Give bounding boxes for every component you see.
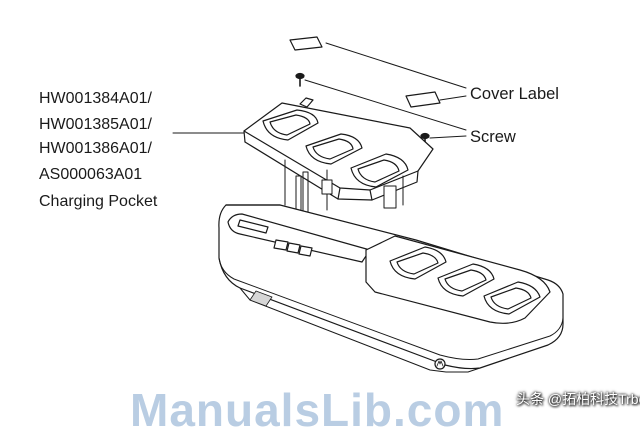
screw-top (295, 72, 305, 87)
watermark: 头条 @拓柏科技Trbow (516, 391, 640, 407)
cover-label-callout: Cover Label (470, 85, 559, 103)
part-number-1: HW001384A01/ (39, 90, 152, 107)
charging-pocket (243, 97, 434, 223)
status-leds (237, 219, 313, 257)
part-number-3: HW001386A01/ (39, 140, 152, 157)
base-charging-slot-3 (483, 281, 541, 315)
pocket-cavity-3 (350, 153, 409, 188)
base-charging-slot-2 (437, 263, 495, 297)
screw-callout: Screw (470, 128, 516, 146)
pocket-contact-pins (284, 159, 404, 223)
base-charging-slot-1 (389, 246, 447, 280)
cover-label-top (289, 36, 323, 51)
part-number-2: HW001385A01/ (39, 116, 152, 133)
pocket-cavity-2 (305, 133, 363, 165)
charger-base (218, 204, 564, 373)
pocket-cavity-1 (262, 109, 319, 141)
leader-lines (172, 42, 467, 139)
charging-pocket-label: Charging Pocket (39, 193, 158, 210)
part-number-4: AS000063A01 (39, 166, 143, 183)
cover-label-bottom (405, 91, 441, 108)
charger-exploded-diagram (172, 36, 564, 373)
